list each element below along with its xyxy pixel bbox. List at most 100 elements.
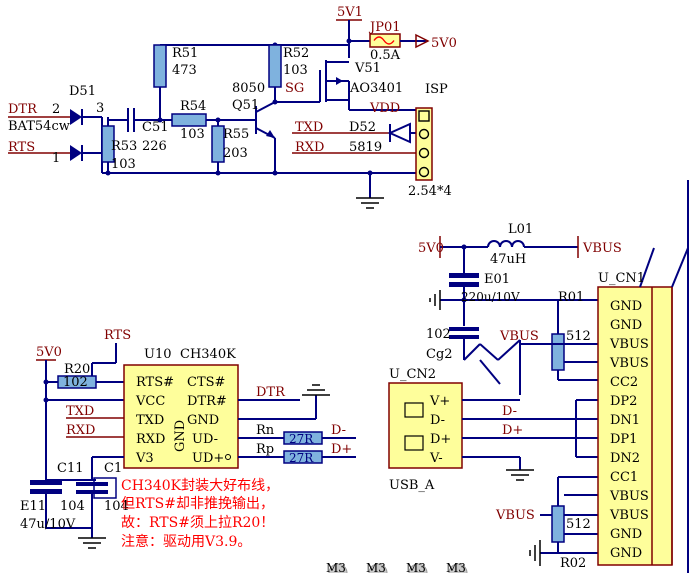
e11-ref: E11	[20, 499, 46, 514]
l01-value: 47uH	[490, 252, 526, 267]
net-sg: SG	[285, 81, 304, 96]
ch340-section: RTS 5V0 R20 102 U10 CH340K RTS# VCC TXD …	[20, 328, 468, 573]
r51-ref: R51	[172, 46, 198, 61]
e11-value: 47u/10V	[20, 517, 76, 532]
r54-value: 103	[180, 127, 205, 142]
u-cn1-pin-14: GND	[610, 546, 642, 561]
net-dtr-top: DTR	[8, 102, 38, 117]
u-cn1-pin-2: GND	[610, 318, 642, 333]
net-5v1: 5V1	[337, 5, 363, 20]
net-5v0-usb: 5V0	[418, 241, 444, 256]
u-cn2-pin-dplus: D+	[430, 432, 451, 447]
r54-ref: R54	[180, 99, 206, 114]
net-dminus-ch340: D-	[331, 423, 346, 438]
cap-102-value: 102	[426, 327, 451, 342]
u-cn2-pin-vplus: V+	[429, 394, 450, 409]
u-cn1-pin-9: DN2	[610, 451, 640, 466]
r52-value: 103	[283, 63, 308, 78]
net-vbus-top: VBUS	[582, 241, 622, 256]
r52-resistor	[268, 44, 282, 88]
note-line-1: CH340K封装大好布线，	[121, 478, 279, 494]
u-cn1-pin-13: GND	[610, 527, 642, 542]
ch340-pin-cts: CTS#	[187, 375, 225, 390]
r55-ref: R55	[223, 127, 249, 142]
net-flag-5v0	[415, 33, 430, 49]
r55-value: 203	[223, 146, 248, 161]
r02-resistor	[551, 505, 565, 543]
mount-hole-label-3: M3	[406, 561, 426, 573]
note-line-4: 注意：驱动用V3.9。	[121, 533, 251, 550]
r01-resistor	[551, 333, 565, 371]
mount-hole-label-2: M3	[366, 561, 386, 573]
d51-pin-2: 2	[52, 102, 60, 117]
note-line-3: 故：RTS#须上拉R20！	[121, 515, 274, 531]
l01-ref: L01	[508, 222, 533, 237]
u10-part: CH340K	[180, 347, 236, 362]
r01-ref: R01	[558, 290, 584, 305]
net-dtr-ch340: DTR	[256, 385, 286, 400]
c1-value: 104	[104, 499, 129, 514]
u-cn2-pin-vminus: V-	[429, 451, 443, 466]
net-5v0-ch340: 5V0	[36, 345, 62, 360]
u-cn1-pin-3: VBUS	[609, 337, 649, 352]
d52-value: 5819	[349, 140, 382, 155]
u-cn1-pin-4: VBUS	[609, 356, 649, 371]
ch340-pin-v3: V3	[135, 451, 154, 466]
cg2-ref: Cg2	[426, 347, 453, 362]
rp-label: Rp	[256, 442, 274, 457]
r02-ref: R02	[560, 556, 586, 571]
net-dplus-ch340: D+	[331, 442, 352, 457]
net-dminus-usb: D-	[502, 404, 517, 419]
net-vdd: VDD	[369, 101, 400, 116]
ch340-pin-dtr: DTR#	[187, 394, 227, 409]
u-cn1-pin-6: DP2	[610, 394, 637, 409]
net-rts-top: RTS	[8, 140, 35, 155]
u-cn1-pin-10: CC1	[610, 470, 638, 485]
net-rts-ch340: RTS	[104, 328, 131, 343]
mount-hole-label-4: M3	[446, 561, 466, 573]
e01-ref: E01	[484, 272, 510, 287]
d51-pin-1: 1	[52, 151, 60, 166]
ch340-pin-txd: TXD	[136, 413, 164, 428]
q51-part: 8050	[232, 81, 265, 96]
ch340-gnd-vertical: GND	[173, 420, 188, 452]
c51-value: 226	[142, 139, 167, 154]
net-vbus-low: VBUS	[495, 508, 535, 523]
usb-section: 5V0 L01 47uH VBUS E01 220u/10V 102 Cg2 V…	[388, 180, 689, 573]
d51-part: BAT54cw	[8, 119, 70, 134]
c51-ref: C51	[142, 120, 169, 135]
c1-ref: C1	[104, 461, 122, 476]
u-cn1-pin-11: VBUS	[609, 489, 649, 504]
d52-ref: D52	[349, 120, 376, 135]
d51-pin-3: 3	[96, 101, 104, 116]
jp01-ref: JP01	[368, 20, 401, 35]
ch340-pin-gnd: GND	[187, 413, 219, 428]
u-cn2-pin-dminus: D-	[430, 413, 445, 428]
usb-a-label: USB_A	[389, 478, 435, 493]
net-rxd-ch340: RXD	[66, 423, 95, 438]
c11-value: 104	[60, 499, 85, 514]
rn-label: Rn	[256, 423, 275, 438]
ch340-pin-rxd: RXD	[136, 432, 165, 447]
r01-value: 512	[566, 329, 591, 344]
top-section: 5V1 JP01 0.5A 5V0 R51 473 R52 103 V51 AO…	[8, 5, 457, 209]
c11-ref: C11	[57, 461, 84, 476]
u-cn1-pin-7: DN1	[610, 413, 640, 428]
isp-pitch: 2.54*4	[408, 184, 452, 199]
r02-value: 512	[566, 517, 591, 532]
u-cn1-pin-1: GND	[610, 299, 642, 314]
net-txd-ch340: TXD	[66, 404, 94, 419]
r20-value: 102	[63, 375, 88, 390]
u10-ref: U10	[144, 347, 172, 362]
v51-part: AO3401	[349, 81, 403, 96]
bottom-mounting-holes: M3 M3 M3 M3	[326, 561, 468, 573]
rp-value: 27R	[289, 451, 314, 465]
rn-value: 27R	[289, 432, 314, 446]
e01-value: 220u/10V	[461, 290, 520, 304]
note-line-2: 但RTS#却非推挽输出，	[121, 496, 274, 512]
net-rxd-top: RXD	[295, 140, 324, 155]
r54-resistor	[171, 113, 207, 127]
r20-resistor	[57, 375, 97, 389]
r53-ref: R53	[111, 139, 137, 154]
